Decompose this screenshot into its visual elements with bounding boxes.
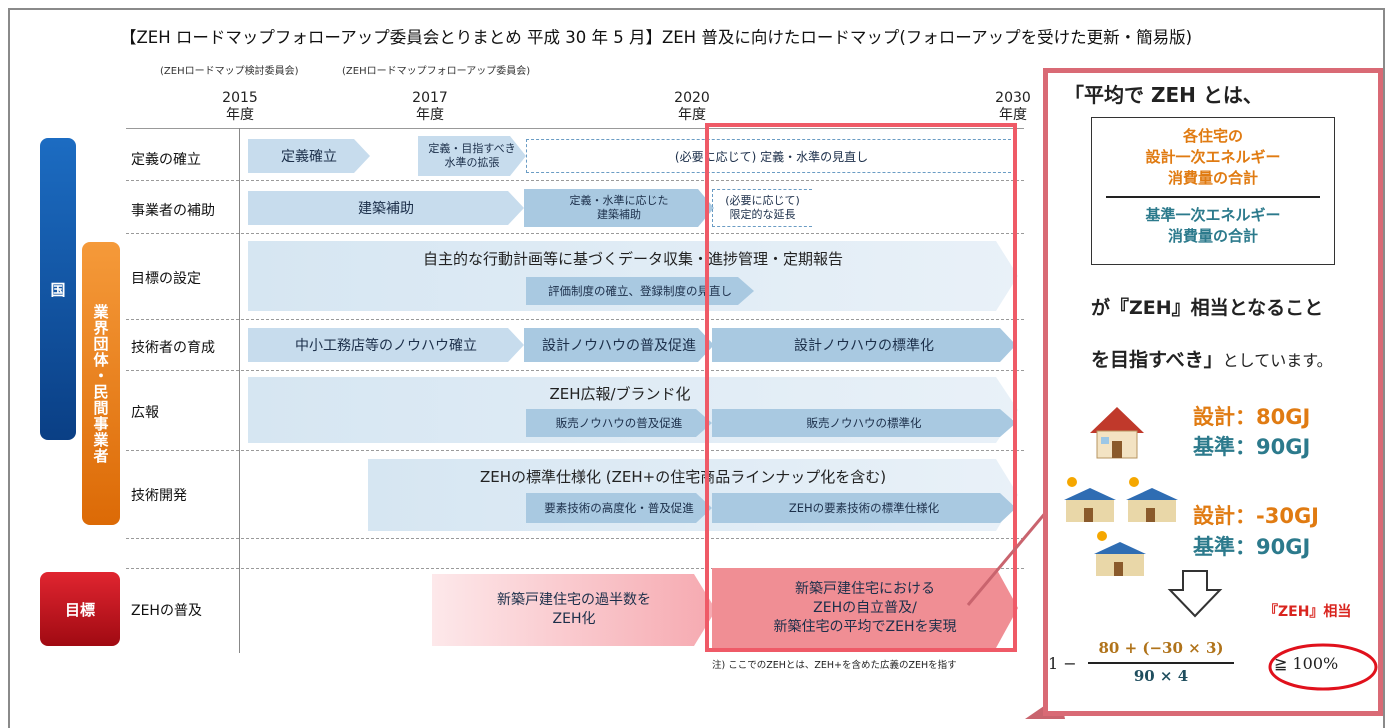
- connector-line: [966, 504, 1054, 606]
- tech-main-text: ZEHの標準仕様化 (ZEH+の住宅商品ラインナップ化を含む): [479, 468, 887, 486]
- pr-main-text: ZEH広報/ブランド化: [549, 385, 691, 403]
- grid-line: [126, 538, 1024, 539]
- panel-heading: 「平均で ZEH とは、: [1064, 83, 1263, 107]
- grid-line: [126, 319, 1024, 320]
- bar-engineer-standardize: 設計ノウハウの標準化: [712, 328, 1016, 362]
- side-label-country: 国: [40, 138, 76, 440]
- grid-line: [126, 370, 1024, 371]
- bar-engineer-smb: 中小工務店等のノウハウ確立: [248, 328, 524, 362]
- house2-base-value: 基準：90GJ: [1193, 535, 1311, 559]
- page-title: 【ZEH ロードマップフォローアップ委員会とりまとめ 平成 30 年 5 月】Z…: [120, 28, 1193, 47]
- panel-line-2: を目指すべき」としています。: [1091, 349, 1333, 371]
- bar-tech-standardize: ZEHの要素技術の標準仕様化: [712, 493, 1016, 523]
- bar-subsidy-extension: (必要に応じて)限定的な延長: [712, 189, 812, 227]
- solar-houses-icon: [1064, 477, 1178, 576]
- row-label-zeh: ZEHの普及: [131, 603, 202, 619]
- target-main-text: 自主的な行動計画等に基づくデータ収集・進捗管理・定期報告: [422, 250, 843, 268]
- bar-target-evaluation: 評価制度の確立、登録制度の見直し: [526, 277, 754, 305]
- bar-pr-standardize: 販売ノウハウの標準化: [712, 409, 1016, 437]
- bar-engineer-promote: 設計ノウハウの普及促進: [524, 328, 714, 362]
- result-highlight-circle: [1268, 643, 1378, 691]
- footnote: 注) ここでのZEHとは、ZEH+を含めた広義のZEHを指す: [712, 660, 957, 671]
- grid-top-line: [126, 128, 1024, 129]
- row-label-engineer: 技術者の育成: [131, 340, 215, 356]
- bar-definition-establish: 定義確立: [248, 139, 370, 173]
- calculation-formula: 1 − 80 + (−30 × 3) 90 × 4 ≧ 100%: [1048, 639, 1339, 685]
- side-label-goal: 目標: [40, 572, 120, 646]
- formula-fraction-line: [1088, 662, 1234, 664]
- zeh-average-panel: 「平均で ZEH とは、 各住宅の設計一次エネルギー消費量の合計 基準一次エネル…: [1043, 68, 1383, 716]
- formula-box: 各住宅の設計一次エネルギー消費量の合計 基準一次エネルギー消費量の合計: [1091, 117, 1335, 265]
- committee-label-right: (ZEHロードマップフォローアップ委員会): [342, 66, 531, 77]
- panel-line-1: が『ZEH』相当となること: [1091, 297, 1324, 319]
- bar-pr-promote: 販売ノウハウの普及促進: [526, 409, 712, 437]
- numerator-text: 各住宅の設計一次エネルギー消費量の合計: [1145, 127, 1281, 187]
- row-label-subsidy: 事業者の補助: [131, 203, 215, 219]
- committee-label-left: (ZEHロードマップ検討委員会): [160, 66, 299, 77]
- grid-line: [126, 180, 1024, 181]
- row-label-definition: 定義の確立: [131, 152, 201, 168]
- highlight-2020-2030: [705, 123, 1017, 652]
- house1-base-value: 基準：90GJ: [1193, 435, 1311, 459]
- down-arrow-icon: [1167, 570, 1223, 618]
- bar-subsidy-build: 建築補助: [248, 191, 524, 225]
- bar-subsidy-standard: 定義・水準に応じた建築補助: [524, 189, 714, 227]
- single-house-icon: [1090, 407, 1144, 459]
- fraction-line: [1106, 196, 1320, 198]
- house1-design-value: 設計：80GJ: [1193, 405, 1311, 429]
- house2-design-value: 設計：-30GJ: [1193, 504, 1319, 528]
- bar-definition-extend: 定義・目指すべき水準の拡張: [418, 136, 526, 176]
- grid-line: [126, 233, 1024, 234]
- label-divider: [239, 128, 240, 653]
- denominator-text: 基準一次エネルギー消費量の合計: [1145, 206, 1281, 245]
- row-label-tech: 技術開発: [131, 488, 187, 504]
- outer-frame: [8, 8, 1385, 728]
- row-label-target: 目標の設定: [131, 271, 201, 287]
- grid-line: [126, 568, 1024, 569]
- grid-line: [126, 450, 1024, 451]
- bar-tech-advance: 要素技術の高度化・普及促進: [526, 493, 712, 523]
- zeh-equivalent-label: 『ZEH』相当: [1264, 604, 1352, 620]
- bar-definition-review: (必要に応じて) 定義・水準の見直し: [526, 139, 1016, 173]
- side-label-industry: 業界団体・民間事業者: [82, 242, 120, 525]
- row-label-pr: 広報: [131, 405, 159, 421]
